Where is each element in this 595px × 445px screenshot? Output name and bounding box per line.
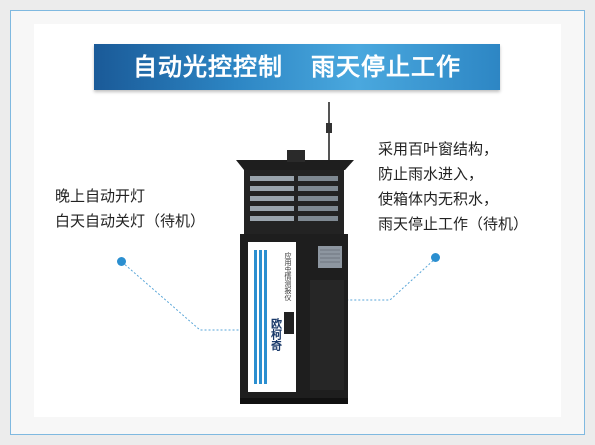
- left-line-1: 晚上自动开灯: [55, 187, 146, 205]
- right-line-1: 采用百叶窗结构，: [378, 140, 499, 158]
- right-description: 采用百叶窗结构， 防止雨水进入， 使箱体内无积水， 雨天停止工作（待机）: [378, 137, 528, 237]
- panel-stripes: [254, 250, 267, 384]
- left-callout-dot: [117, 257, 126, 266]
- right-callout-dot: [431, 253, 440, 262]
- front-control-strip: [284, 312, 294, 334]
- roof-cap: [287, 150, 305, 162]
- banner-title: 自动光控控制 雨天停止工作: [132, 53, 462, 81]
- antenna-mount: [326, 123, 332, 133]
- louver-roof: [236, 160, 354, 170]
- right-line-4: 雨天停止工作（待机）: [378, 215, 529, 233]
- louver-slats: [250, 176, 338, 221]
- left-line-2: 白天自动关灯（待机）: [55, 212, 206, 230]
- side-panel: [310, 280, 344, 390]
- device-base: [240, 398, 348, 404]
- brand-label: 欧柯奇: [270, 317, 283, 352]
- side-vent-grille: [320, 249, 340, 263]
- product-label: 应用虫情测报仪: [284, 251, 292, 301]
- right-line-2: 防止雨水进入，: [378, 165, 484, 183]
- side-vent: [318, 246, 342, 268]
- right-line-3: 使箱体内无积水，: [378, 190, 499, 208]
- left-callout-line: [121, 261, 250, 331]
- left-description: 晚上自动开灯 白天自动关灯（待机）: [55, 184, 205, 234]
- right-callout-line: [345, 257, 437, 301]
- title-banner: 自动光控控制 雨天停止工作: [94, 44, 500, 90]
